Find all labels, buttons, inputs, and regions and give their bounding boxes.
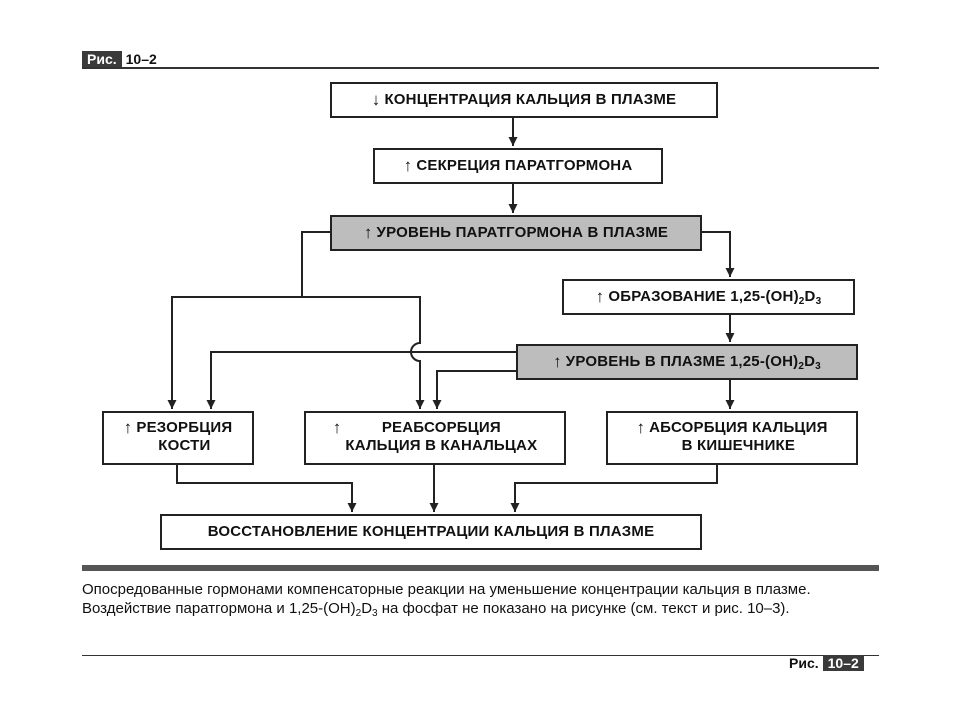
arrow-branch-b6 — [167, 296, 302, 409]
box-pth-plasma-level: ↑УРОВЕНЬ ПАРАТГОРМОНА В ПЛАЗМЕ — [330, 215, 702, 251]
figure-number: 10–2 — [125, 51, 157, 67]
box-calcium-restoration: ВОССТАНОВЛЕНИЕ КОНЦЕНТРАЦИИ КАЛЬЦИЯ В ПЛ… — [160, 514, 702, 550]
box-vitd-plasma-level: ↑УРОВЕНЬ В ПЛАЗМЕ 1,25-(OH)2D3 — [516, 344, 858, 380]
down-arrow-icon: ↓ — [371, 90, 381, 109]
box-label: УРОВЕНЬ В ПЛАЗМЕ 1,25-(OH)2D3 — [565, 353, 821, 372]
box-label: ОБРАЗОВАНИЕ 1,25-(OH)2D3 — [608, 288, 822, 307]
arrow-b3-b4 — [702, 231, 735, 277]
box-label: УРОВЕНЬ ПАРАТГОРМОНА В ПЛАЗМЕ — [376, 224, 669, 241]
arrow-b5-b6 — [206, 351, 516, 409]
up-arrow-icon: ↑ — [332, 418, 342, 437]
up-arrow-icon: ↑ — [595, 287, 605, 306]
up-arrow-icon: ↑ — [636, 418, 646, 437]
arrow-b6-b9 — [176, 465, 357, 512]
up-arrow-icon: ↑ — [123, 418, 133, 437]
figure-number: 10–2 — [822, 655, 864, 671]
top-rule — [82, 67, 879, 69]
box-label: КОНЦЕНТРАЦИЯ КАЛЬЦИЯ В ПЛАЗМЕ — [384, 91, 677, 108]
up-arrow-icon: ↑ — [403, 156, 413, 175]
arrow-b8-b9 — [510, 465, 718, 512]
figure-label-bottom: Рис.10–2 — [785, 655, 864, 671]
figure-prefix: Рис. — [789, 655, 819, 671]
up-arrow-icon: ↑ — [553, 352, 562, 371]
box-pth-secretion: ↑СЕКРЕЦИЯ ПАРАТГОРМОНА — [373, 148, 663, 184]
line-b3-branch — [301, 231, 330, 297]
box-calcium-concentration: ↓КОНЦЕНТРАЦИЯ КАЛЬЦИЯ В ПЛАЗМЕ — [330, 82, 718, 118]
arrow-branch-b7 — [302, 296, 425, 409]
figure-caption: Опосредованные гормонами компенсаторные … — [82, 581, 811, 619]
box-label: ВОССТАНОВЛЕНИЕ КОНЦЕНТРАЦИИ КАЛЬЦИЯ В ПЛ… — [207, 523, 655, 540]
figure-prefix: Рис. — [82, 51, 122, 67]
caption-rule-top — [82, 565, 879, 571]
box-label: СЕКРЕЦИЯ ПАРАТГОРМОНА — [416, 157, 633, 174]
box-vitd-formation: ↑ОБРАЗОВАНИЕ 1,25-(OH)2D3 — [562, 279, 855, 315]
up-arrow-icon: ↑ — [363, 223, 373, 242]
arrow-b5-b7 — [432, 370, 516, 409]
figure-label-top: Рис.10–2 — [82, 51, 161, 67]
caption-rule-bottom — [82, 655, 879, 656]
